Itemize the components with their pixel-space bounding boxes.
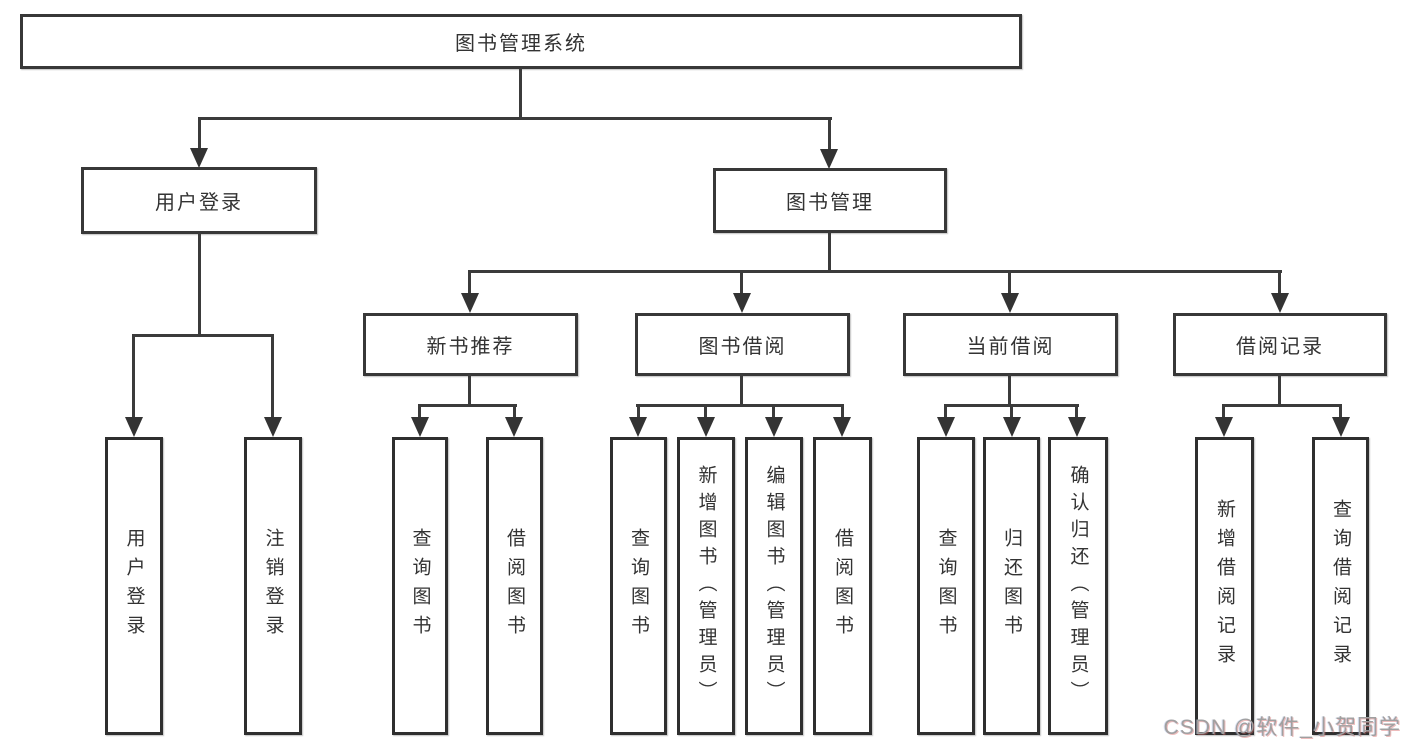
leaf-label: 查询图书 bbox=[935, 528, 957, 644]
leaf-edit-books-admin: 编辑图书（管理员） bbox=[745, 437, 803, 735]
connector-leaf-stem bbox=[944, 404, 947, 419]
leaf-label: 归还图书 bbox=[1001, 528, 1022, 644]
leaf-query-books-recommend: 查询图书 bbox=[392, 437, 448, 735]
node-book-management: 图书管理 bbox=[713, 168, 947, 233]
connector-root-stem bbox=[519, 68, 522, 117]
arrowhead-icon bbox=[733, 293, 751, 313]
branch-label: 借阅记录 bbox=[1236, 336, 1324, 358]
connector-login-stem bbox=[198, 117, 201, 150]
connector-leaf-stem bbox=[418, 404, 421, 419]
leaf-borrow-books: 借阅图书 bbox=[813, 437, 872, 735]
leaf-label: 新增借阅记录 bbox=[1214, 499, 1235, 673]
arrowhead-icon bbox=[697, 417, 715, 437]
branch-label: 新书推荐 bbox=[426, 336, 515, 358]
branch-label: 当前借阅 bbox=[966, 336, 1055, 358]
arrowhead-icon bbox=[937, 417, 955, 437]
branch-label: 图书借阅 bbox=[698, 336, 787, 358]
connector-branch-stem bbox=[468, 270, 471, 295]
leaf-confirm-return-admin: 确认归还（管理员） bbox=[1048, 437, 1108, 735]
leaf-label: 借阅图书 bbox=[504, 528, 525, 644]
arrowhead-icon bbox=[1332, 417, 1350, 437]
connector-branch1-bus bbox=[636, 404, 844, 407]
connector-leaf-stem bbox=[704, 404, 707, 419]
node-new-book-recommendation: 新书推荐 bbox=[363, 313, 578, 376]
arrowhead-icon bbox=[1001, 293, 1019, 313]
connector-manage-stem bbox=[828, 117, 831, 150]
connector-leaf-stem bbox=[513, 404, 516, 419]
arrowhead-icon bbox=[264, 417, 282, 437]
connector-leaf-stem bbox=[772, 404, 775, 419]
connector-branch0-down bbox=[468, 374, 471, 407]
leaf-label: 注销登录 bbox=[262, 528, 284, 644]
leaf-borrow-books-recommend: 借阅图书 bbox=[486, 437, 543, 735]
connector-branch0-bus bbox=[418, 404, 517, 407]
leaf-query-books-borrow: 查询图书 bbox=[610, 437, 667, 735]
node-root-label: 图书管理系统 bbox=[455, 33, 587, 55]
connector-branch-stem bbox=[1278, 270, 1281, 295]
connector-leaf-stem bbox=[1010, 404, 1013, 419]
leaf-logout: 注销登录 bbox=[244, 437, 302, 735]
connector-branch2-down bbox=[1008, 374, 1011, 407]
node-root: 图书管理系统 bbox=[20, 14, 1022, 69]
arrowhead-icon bbox=[461, 293, 479, 313]
arrowhead-icon bbox=[833, 417, 851, 437]
arrowhead-icon bbox=[1215, 417, 1233, 437]
leaf-user-login: 用户登录 bbox=[105, 437, 163, 735]
node-user-login-label: 用户登录 bbox=[155, 192, 243, 214]
connector-leaf-stem bbox=[637, 404, 640, 419]
node-book-borrowing: 图书借阅 bbox=[635, 313, 850, 376]
leaf-label: 查询借阅记录 bbox=[1330, 499, 1351, 673]
arrowhead-icon bbox=[765, 417, 783, 437]
connector-login-child-stem bbox=[271, 334, 274, 419]
connector-login-bus bbox=[132, 334, 274, 337]
arrowhead-icon bbox=[1068, 417, 1086, 437]
leaf-query-books-current: 查询图书 bbox=[917, 437, 975, 735]
connector-root-bus bbox=[198, 117, 832, 120]
arrowhead-icon bbox=[125, 417, 143, 437]
arrowhead-icon bbox=[629, 417, 647, 437]
connector-login-down bbox=[198, 233, 201, 337]
leaf-label: 确认归还（管理员） bbox=[1067, 464, 1089, 708]
csdn-watermark: CSDN @软件_小贺同学 bbox=[1163, 716, 1401, 739]
leaf-label: 用户登录 bbox=[123, 528, 145, 644]
connector-branch3-down bbox=[1278, 374, 1281, 407]
leaf-label: 新增图书（管理员） bbox=[695, 464, 717, 708]
connector-login-child-stem bbox=[132, 334, 135, 419]
arrowhead-icon bbox=[1003, 417, 1021, 437]
node-borrowing-records: 借阅记录 bbox=[1173, 313, 1387, 376]
node-user-login: 用户登录 bbox=[81, 167, 317, 234]
node-book-management-label: 图书管理 bbox=[786, 192, 874, 214]
leaf-label: 查询图书 bbox=[409, 528, 431, 644]
connector-manage-down bbox=[828, 232, 831, 273]
leaf-query-borrow-record: 查询借阅记录 bbox=[1312, 437, 1369, 735]
arrowhead-icon bbox=[190, 148, 208, 168]
arrowhead-icon bbox=[820, 149, 838, 169]
connector-branch-stem bbox=[1008, 270, 1011, 295]
connector-branch1-down bbox=[740, 374, 743, 407]
connector-branch-stem bbox=[740, 270, 743, 295]
leaf-add-borrow-record: 新增借阅记录 bbox=[1195, 437, 1254, 735]
leaf-label: 查询图书 bbox=[628, 528, 649, 644]
arrowhead-icon bbox=[1271, 293, 1289, 313]
leaf-add-books-admin: 新增图书（管理员） bbox=[677, 437, 735, 735]
connector-leaf-stem bbox=[1222, 404, 1225, 419]
connector-leaf-stem bbox=[841, 404, 844, 419]
node-current-borrowing: 当前借阅 bbox=[903, 313, 1118, 376]
connector-manage-bus bbox=[468, 270, 1282, 273]
connector-leaf-stem bbox=[1339, 404, 1342, 419]
connector-branch3-bus bbox=[1222, 404, 1342, 407]
leaf-label: 借阅图书 bbox=[832, 528, 853, 644]
leaf-return-books: 归还图书 bbox=[983, 437, 1040, 735]
arrowhead-icon bbox=[505, 417, 523, 437]
leaf-label: 编辑图书（管理员） bbox=[763, 464, 785, 708]
connector-leaf-stem bbox=[1075, 404, 1078, 419]
arrowhead-icon bbox=[411, 417, 429, 437]
